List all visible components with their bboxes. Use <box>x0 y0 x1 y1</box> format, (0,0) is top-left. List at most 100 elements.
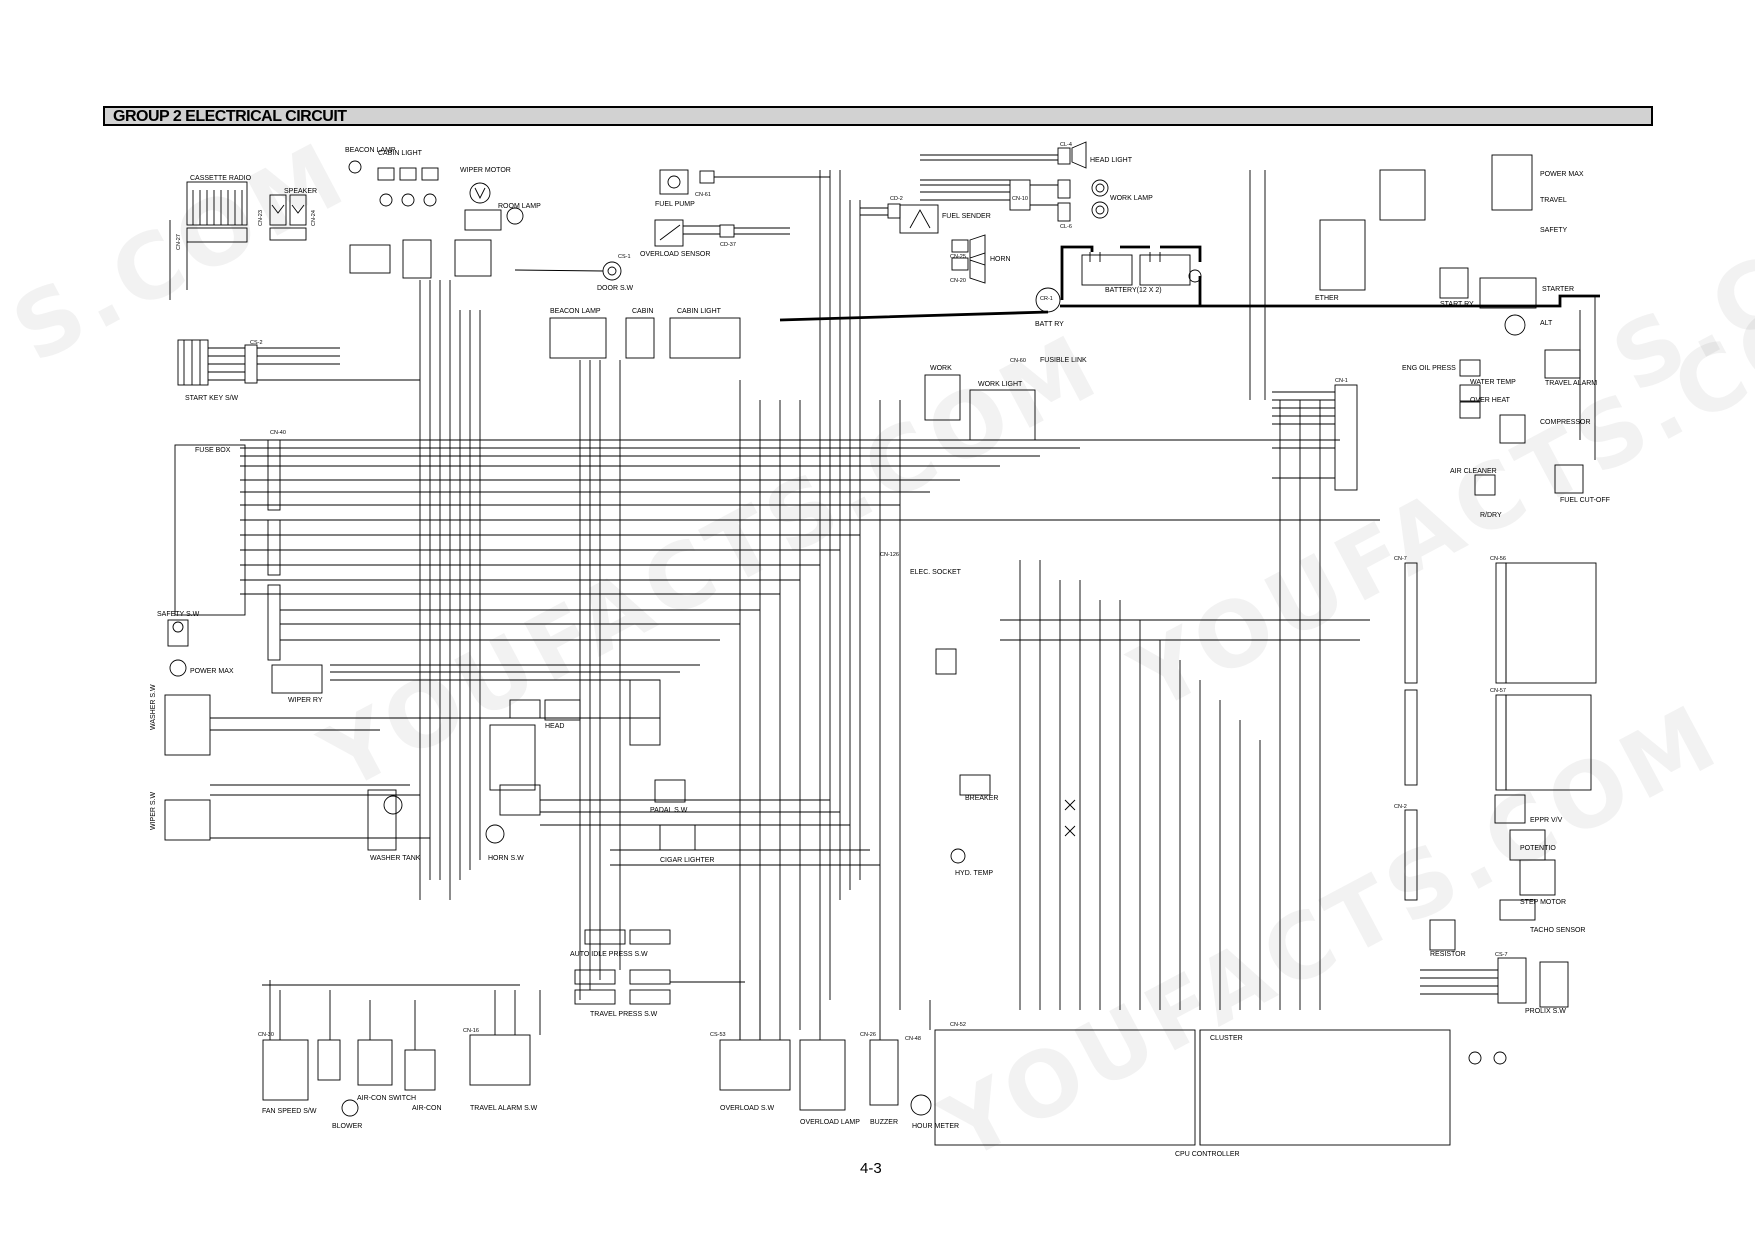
cn1-block <box>1272 384 1358 491</box>
label-cassette-radio: CASSETTE RADIO <box>190 175 252 182</box>
section-header: GROUP 2 ELECTRICAL CIRCUIT <box>103 106 1653 126</box>
label-blower: BLOWER <box>332 1123 362 1130</box>
tag-cs1: CS-1 <box>618 254 631 260</box>
label-padal-sw: PADAL S.W <box>650 807 688 814</box>
label-horn: HORN <box>990 256 1011 263</box>
label-work-lamp: WORK LAMP <box>1110 195 1153 202</box>
tag-cn24: CN-24 <box>311 210 317 226</box>
label-cabin-light-2: CABIN LIGHT <box>677 308 722 315</box>
label-eppr-vv: EPPR V/V <box>1530 817 1563 824</box>
label-beacon-lamp-2: BEACON LAMP <box>550 308 601 315</box>
tag-cd37: CD-37 <box>720 242 736 248</box>
label-fuse-box: FUSE BOX <box>195 447 231 454</box>
label-fuel-pump: FUEL PUMP <box>655 201 695 208</box>
label-compressor: COMPRESSOR <box>1540 419 1591 426</box>
label-travel-press-sw: TRAVEL PRESS S.W <box>590 1011 658 1018</box>
label-prolix-sw: PROLIX S.W <box>1525 1008 1566 1015</box>
label-r-dry: R/DRY <box>1480 512 1502 519</box>
label-safety: SAFETY <box>1540 227 1568 234</box>
cross-marks <box>1064 799 1076 837</box>
bottom-wires <box>262 960 931 1050</box>
label-overload-sensor: OVERLOAD SENSOR <box>640 251 710 258</box>
label-travel: TRAVEL <box>1540 197 1567 204</box>
label-ether: ETHER <box>1315 295 1339 302</box>
label-wiper-sw: WIPER S.W <box>150 791 157 830</box>
label-alt: ALT <box>1540 320 1553 327</box>
label-travel-alarm-sw: TRAVEL ALARM S.W <box>470 1105 538 1112</box>
tag-cn61: CN-61 <box>695 192 711 198</box>
label-eng-oil-press: ENG OIL PRESS <box>1402 365 1456 372</box>
tag-cn23: CN-23 <box>258 210 264 226</box>
label-water-temp: WATER TEMP <box>1470 379 1516 386</box>
label-door-sw: DOOR S.W <box>597 285 634 292</box>
label-overload-lamp: OVERLOAD LAMP <box>800 1119 860 1126</box>
top-center-group <box>860 141 1109 284</box>
tag-cn48: CN-48 <box>905 1036 921 1042</box>
label-auto-idle-press-sw: AUTO IDLE PRESS S.W <box>570 951 648 958</box>
label-resistor: RESISTOR <box>1430 951 1466 958</box>
label-air-con-switch: AIR-CON SWITCH <box>357 1095 416 1102</box>
tag-cn25: CN-25 <box>950 254 966 260</box>
label-work-light: WORK LIGHT <box>978 381 1023 388</box>
label-fuel-sender: FUEL SENDER <box>942 213 991 220</box>
label-tacho-sensor: TACHO SENSOR <box>1530 927 1586 934</box>
page-number: 4-3 <box>860 1160 882 1177</box>
label-head-light: HEAD LIGHT <box>1090 157 1133 164</box>
label-safety-sw: SAFETY S.W <box>157 611 200 618</box>
left-lower-group <box>164 619 991 864</box>
cn2-block <box>1404 794 1556 951</box>
mid-lamp-group <box>549 317 1036 441</box>
tag-cn57: CN-57 <box>1490 688 1506 694</box>
cassette-radio-group <box>169 181 307 300</box>
label-step-motor: STEP MOTOR <box>1520 899 1566 906</box>
label-starter: STARTER <box>1542 286 1574 293</box>
label-work: WORK <box>930 365 952 372</box>
diagram-labels: CASSETTE RADIO SPEAKER BEACON LAMP CABIN… <box>150 142 1610 1158</box>
label-speaker: SPEAKER <box>284 188 317 195</box>
label-horn-sw: HORN S.W <box>488 855 524 862</box>
tag-cr1: CR-1 <box>1040 296 1053 302</box>
label-cabin: CABIN <box>632 308 653 315</box>
label-wiper-ry: WIPER RY <box>288 697 323 704</box>
tag-cn20: CN-20 <box>950 278 966 284</box>
tag-cn56: CN-56 <box>1490 556 1506 562</box>
tag-cn16: CN-16 <box>463 1028 479 1034</box>
tag-cn40: CN-40 <box>270 430 286 436</box>
tag-cl6: CL-6 <box>1060 224 1072 230</box>
label-washer-tank: WASHER TANK <box>370 855 421 862</box>
tag-cn27: CN-27 <box>176 234 182 250</box>
tag-cn2: CN-2 <box>1394 804 1407 810</box>
tag-cn10: CN-10 <box>1012 196 1028 202</box>
prolix-block <box>1420 957 1569 1008</box>
label-head: HEAD <box>545 723 564 730</box>
label-cabin-light: CABIN LIGHT <box>378 150 423 157</box>
label-overload-sw: OVERLOAD S.W <box>720 1105 774 1112</box>
tag-cn7: CN-7 <box>1394 556 1407 562</box>
start-key-group <box>177 339 420 386</box>
label-cigar-lighter: CIGAR LIGHTER <box>660 857 714 864</box>
label-air-con: AIR-CON <box>412 1105 442 1112</box>
label-hour-meter: HOUR METER <box>912 1123 959 1130</box>
label-start-key-sw: START KEY S/W <box>185 395 239 402</box>
label-battery: BATTERY(12 X 2) <box>1105 287 1162 294</box>
label-wiper-motor: WIPER MOTOR <box>460 167 511 174</box>
label-washer-sw: WASHER S.W <box>150 684 157 730</box>
tag-cs53: CS-53 <box>710 1032 726 1038</box>
vertical-trunks <box>419 170 1596 1040</box>
label-room-lamp: ROOM LAMP <box>498 203 541 210</box>
label-over-heat: OVER HEAT <box>1470 397 1511 404</box>
bottom-connectors <box>262 929 1507 1146</box>
label-power-max-2: POWER MAX <box>190 668 234 675</box>
tag-cn52: CN-52 <box>950 1022 966 1028</box>
label-cluster: CLUSTER <box>1210 1035 1243 1042</box>
top-lamps-group <box>348 160 622 281</box>
tag-cd2: CD-2 <box>890 196 903 202</box>
tag-cn126: CN-126 <box>880 552 899 558</box>
tag-cn60: CN-60 <box>1010 358 1026 364</box>
label-batt-ry: BATT RY <box>1035 321 1064 328</box>
tag-cs2: CS-2 <box>250 340 263 346</box>
label-potentio: POTENTIO <box>1520 845 1556 852</box>
label-hyd-temp: HYD. TEMP <box>955 870 993 877</box>
tag-cl4: CL-4 <box>1060 142 1072 148</box>
